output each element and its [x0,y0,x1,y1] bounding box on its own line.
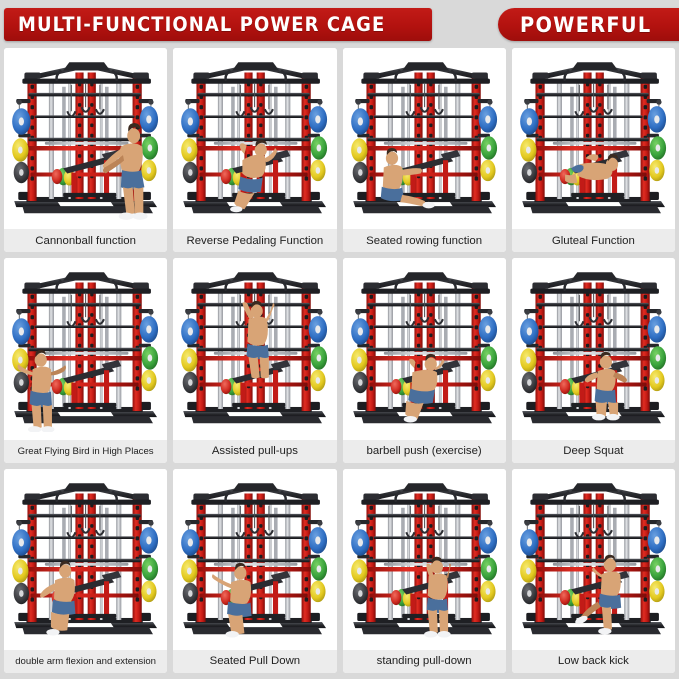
athlete-figure [212,562,252,638]
feature-card[interactable]: Cannonball function [4,48,168,253]
product-photo [173,258,337,440]
athlete-figure [17,350,67,434]
power-cage-illustration [4,468,168,643]
product-photo [511,258,675,440]
feature-card[interactable]: Gluteal Function [511,48,675,253]
product-photo [4,258,168,440]
header: MULTI-FUNCTIONAL POWER CAGE POWERFUL [0,0,679,48]
power-cage-illustration [173,48,337,222]
product-photo [342,48,506,230]
feature-caption: Assisted pull-ups [173,439,337,463]
feature-card[interactable]: standing pull-down [342,468,506,673]
power-cage-illustration [511,468,675,643]
product-photo [4,468,168,650]
feature-card[interactable]: Seated rowing function [342,48,506,253]
title-banner: MULTI-FUNCTIONAL POWER CAGE [4,8,432,41]
power-cage-illustration [511,48,675,222]
feature-caption: standing pull-down [342,649,506,673]
feature-card[interactable]: Low back kick [511,468,675,673]
athlete-figure [574,554,621,635]
product-photo [173,48,337,230]
feature-card[interactable]: Deep Squat [511,258,675,463]
athlete-figure [102,122,148,220]
feature-caption: Seated Pull Down [173,649,337,673]
feature-card[interactable]: Seated Pull Down [173,468,337,673]
power-cage-illustration [4,48,168,222]
feature-caption: Reverse Pedaling Function [173,229,337,253]
product-photo [511,48,675,230]
powerful-banner-label: POWERFUL [520,12,652,37]
athlete-figure [584,352,627,421]
product-photo [4,48,168,230]
feature-caption: Gluteal Function [511,229,675,253]
feature-card[interactable]: barbell push (exercise) [342,258,506,463]
product-photo [173,468,337,650]
feature-grid: Cannonball function [0,48,679,679]
feature-card[interactable]: Great Flying Bird in High Places [4,258,168,463]
title-banner-label: MULTI-FUNCTIONAL POWER CAGE [18,13,386,36]
feature-card[interactable]: Reverse Pedaling Function [173,48,337,253]
feature-card[interactable]: double arm flexion and extension [4,468,168,673]
feature-caption: Deep Squat [511,439,675,463]
athlete-figure [564,154,618,184]
feature-caption: Great Flying Bird in High Places [4,439,168,463]
athlete-figure [40,560,76,636]
power-cage-illustration [511,258,675,432]
product-photo [511,468,675,650]
athlete-figure [403,354,444,423]
product-photo [342,258,506,440]
feature-caption: Cannonball function [4,229,168,253]
athlete-figure [423,556,451,638]
feature-caption: Low back kick [511,649,675,673]
product-photo [342,468,506,650]
power-cage-illustration [173,468,337,643]
feature-card[interactable]: Assisted pull-ups [173,258,337,463]
power-cage-illustration [342,48,506,222]
athlete-figure [230,139,278,213]
athlete-figure [380,147,435,209]
powerful-banner: POWERFUL [498,8,679,41]
feature-caption: Seated rowing function [342,229,506,253]
power-cage-illustration [342,258,506,432]
power-cage-illustration [342,468,506,643]
athlete-figure [242,301,275,379]
feature-caption: double arm flexion and extension [4,649,168,673]
feature-caption: barbell push (exercise) [342,439,506,463]
power-cage-illustration [4,258,168,434]
power-cage-illustration [173,258,337,432]
